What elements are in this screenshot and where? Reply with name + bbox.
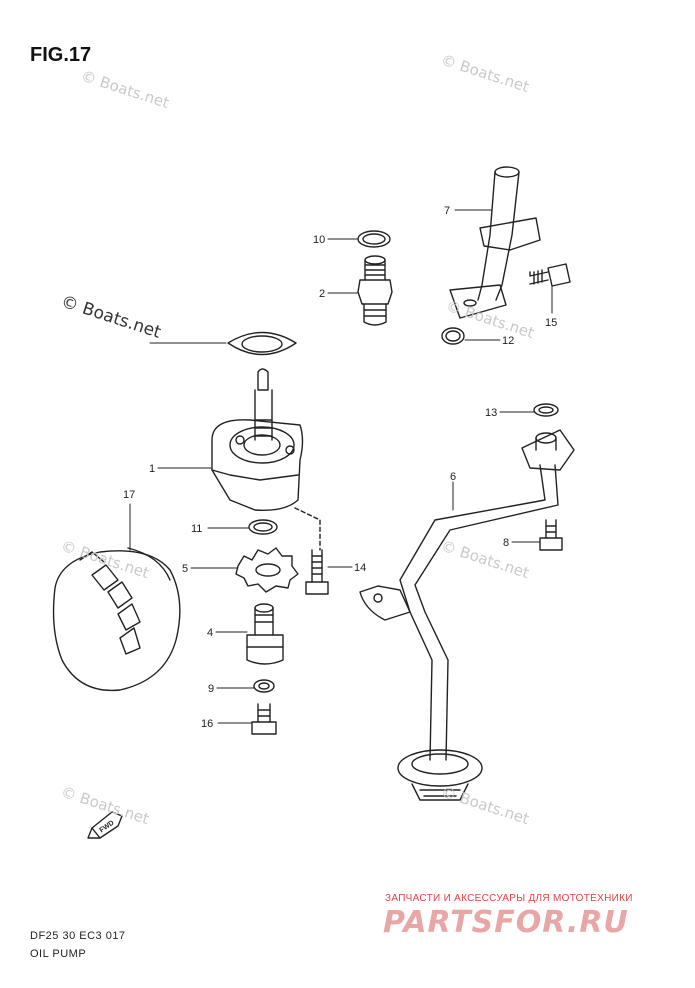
fwd-label: FWD [99, 819, 116, 834]
part-14-bolt[interactable] [294, 507, 329, 595]
watermark: © Boats.net [439, 783, 532, 828]
callout-1[interactable]: 1 [149, 463, 155, 475]
callout-11[interactable]: 11 [191, 523, 202, 535]
watermark: © Boats.net [444, 297, 537, 342]
part-15-bolt[interactable] [529, 263, 571, 287]
part-13-o-ring[interactable] [533, 403, 559, 417]
part-8-bolt[interactable] [539, 519, 563, 551]
brand-logo[interactable]: PARTSFOR.RU [383, 905, 629, 940]
callout-13[interactable]: 13 [485, 407, 497, 419]
watermark: © Boats.net [79, 67, 172, 112]
callout-9[interactable]: 9 [208, 683, 214, 695]
callout-14[interactable]: 14 [354, 562, 366, 574]
brand-tagline: ЗАПЧАСТИ И АКСЕССУАРЫ ДЛЯ МОТОТЕХНИКИ [385, 893, 633, 904]
part-17-oil-filter[interactable] [52, 547, 181, 692]
callout-5[interactable]: 5 [182, 563, 188, 575]
watermark-dark: © Boats.net [58, 292, 163, 343]
part-5-rotor[interactable] [235, 547, 299, 593]
part-4-shaft[interactable] [246, 603, 284, 665]
callout-2[interactable]: 2 [319, 288, 325, 300]
leader-lines [129, 209, 553, 724]
callout-8[interactable]: 8 [503, 537, 509, 549]
callout-10[interactable]: 10 [313, 234, 325, 246]
part-7-oil-pipe[interactable] [449, 166, 541, 319]
part-1-oil-pump[interactable] [211, 368, 304, 511]
part-11-o-ring[interactable] [248, 519, 278, 535]
figure-name: OIL PUMP [30, 948, 87, 960]
callout-7[interactable]: 7 [444, 205, 450, 217]
pump-gasket[interactable] [227, 331, 297, 356]
watermark: © Boats.net [59, 783, 152, 828]
figure-code: DF25 30 EC3 017 [30, 930, 126, 942]
fwd-arrow-icon [87, 811, 123, 839]
watermark: © Boats.net [439, 51, 532, 96]
watermark: © Boats.net [59, 537, 152, 582]
callout-17[interactable]: 17 [123, 489, 135, 501]
part-6-strainer-pipe[interactable] [359, 429, 575, 801]
watermark: © Boats.net [439, 537, 532, 582]
callout-15[interactable]: 15 [545, 317, 557, 329]
callout-6[interactable]: 6 [450, 471, 456, 483]
callout-12[interactable]: 12 [502, 335, 514, 347]
callout-16[interactable]: 16 [201, 718, 213, 730]
part-2-union-fitting[interactable] [357, 255, 393, 326]
part-12-o-ring[interactable] [441, 327, 465, 345]
part-9-washer[interactable] [253, 679, 275, 693]
callout-4[interactable]: 4 [207, 627, 213, 639]
figure-title: FIG.17 [30, 44, 92, 66]
part-16-bolt[interactable] [251, 703, 277, 735]
part-10-o-ring[interactable] [357, 230, 391, 248]
